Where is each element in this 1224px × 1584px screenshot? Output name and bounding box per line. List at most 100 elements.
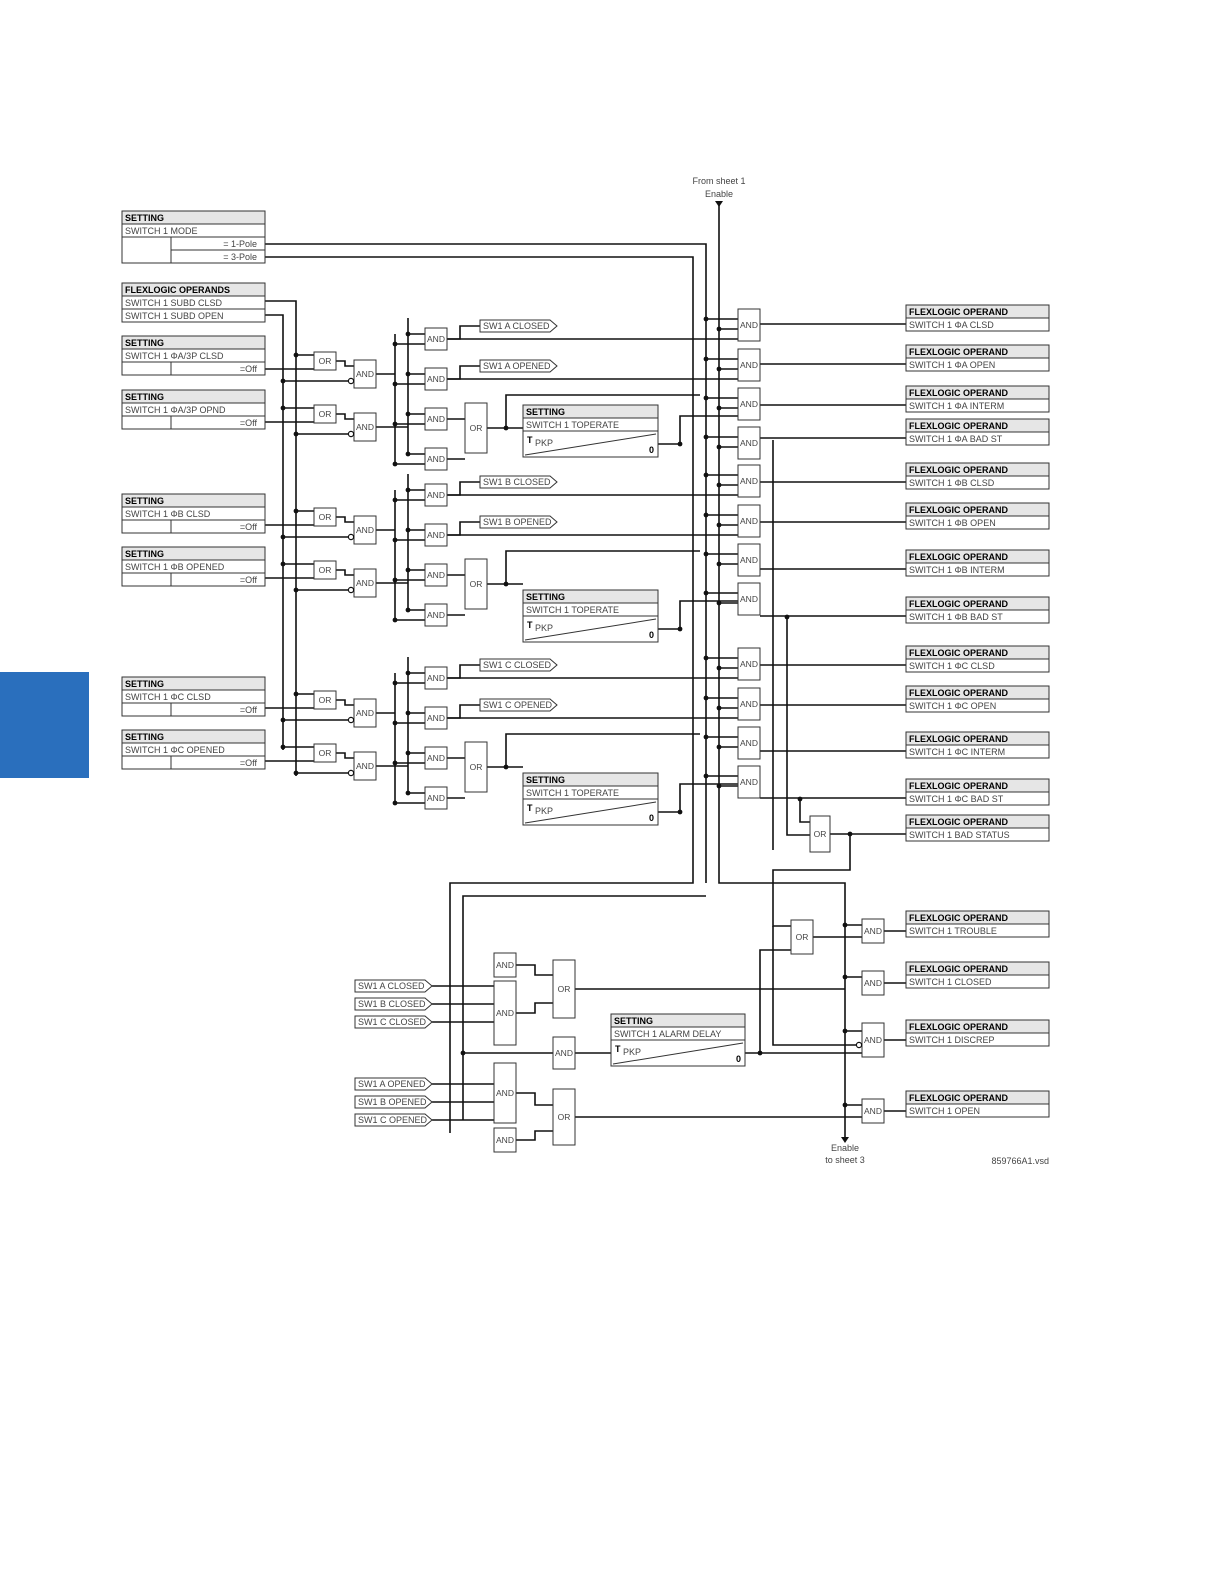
timer-ramp	[612, 1042, 744, 1065]
setting-name: SWITCH 1 MODE	[125, 226, 198, 236]
wire	[505, 394, 700, 428]
output-name-row	[905, 744, 1050, 759]
junction-dot	[405, 790, 411, 796]
junction-dot	[677, 626, 683, 632]
setting-option: =Off	[240, 575, 258, 585]
and-gate: AND	[737, 765, 761, 799]
wire	[658, 783, 738, 813]
junction-dot	[842, 974, 848, 980]
and-gate-label: AND	[427, 414, 445, 424]
and-gate-body	[424, 327, 448, 351]
and-gate-body	[424, 786, 448, 810]
flag-label: SW1 C CLOSED	[358, 1017, 427, 1027]
and-gate-label: AND	[356, 578, 374, 588]
or-gate-body	[809, 815, 831, 853]
and-gate: AND	[424, 447, 448, 471]
flag-label: SW1 A CLOSED	[483, 321, 550, 331]
setting-option: =Off	[240, 364, 258, 374]
and-gate-label: AND	[427, 490, 445, 500]
or-gate-body	[313, 743, 337, 763]
flag-shape	[354, 997, 433, 1011]
flag-out: SW1 A OPENED	[479, 359, 558, 373]
junction-dot	[280, 378, 286, 384]
output-name-row	[905, 791, 1050, 806]
setting-option: = 1-Pole	[223, 239, 257, 249]
and-gate: AND	[737, 687, 761, 721]
timer-name: SWITCH 1 ALARM DELAY	[614, 1029, 721, 1039]
flag-in: SW1 B CLOSED	[354, 997, 433, 1011]
setting-header-text: SETTING	[125, 213, 164, 223]
and-gate-label: AND	[740, 516, 758, 526]
or-gate-body	[313, 560, 337, 580]
and-gate-body	[424, 746, 448, 770]
junction-dot	[405, 331, 411, 337]
output-header-text: FLEXLOGIC OPERAND	[909, 648, 1009, 658]
output-name-row	[905, 698, 1050, 713]
setting-option: =Off	[240, 522, 258, 532]
output-header-text: FLEXLOGIC OPERAND	[909, 817, 1009, 827]
and-gate: AND	[737, 464, 761, 498]
junction-dot	[703, 395, 709, 401]
or-gate-body	[313, 404, 337, 424]
timer-ramp	[524, 618, 657, 641]
or-gate: OR	[464, 402, 488, 454]
wire	[516, 964, 553, 976]
setting-name: SWITCH 1 ΦB CLSD	[125, 509, 211, 519]
or-gate: OR	[313, 404, 337, 424]
output-header-text: FLEXLOGIC OPERAND	[909, 1093, 1009, 1103]
junction-dot	[392, 421, 398, 427]
flag-label: SW1 B OPENED	[483, 517, 552, 527]
junction-dot	[703, 695, 709, 701]
output-name: SWITCH 1 ΦA INTERM	[909, 401, 1004, 411]
and-gate-label: AND	[356, 422, 374, 432]
junction-dot	[842, 922, 848, 928]
and-gate: AND	[424, 706, 448, 730]
junction-dot	[405, 451, 411, 457]
setting-option: = 3-Pole	[223, 252, 257, 262]
wire	[658, 600, 738, 630]
enable-in-label: Enable	[705, 189, 733, 199]
setting-name: SWITCH 1 SUBD OPEN	[125, 311, 224, 321]
and-gate: AND	[353, 568, 377, 598]
junction-dot	[405, 567, 411, 573]
junction-dot	[280, 561, 286, 567]
junction-dot	[716, 405, 722, 411]
and-gate-body	[424, 483, 448, 507]
or-gate: OR	[809, 815, 831, 853]
junction-dot	[392, 800, 398, 806]
flag-shape	[354, 979, 433, 993]
or-gate-body	[313, 507, 337, 527]
output-header-text: FLEXLOGIC OPERAND	[909, 552, 1009, 562]
output-name-row	[905, 317, 1050, 332]
timer-zero: 0	[649, 630, 654, 640]
flag-in: SW1 A OPENED	[354, 1077, 433, 1091]
and-gate-label: AND	[427, 530, 445, 540]
flag-label: SW1 A OPENED	[483, 361, 551, 371]
flag-in: SW1 C OPENED	[354, 1113, 433, 1127]
or-gate-label: OR	[319, 565, 332, 575]
and-gate-label: AND	[427, 570, 445, 580]
wire	[516, 1002, 553, 1014]
flag-label: SW1 C OPENED	[483, 700, 553, 710]
and-gate: AND	[737, 543, 761, 577]
and-gate-body	[737, 504, 761, 538]
setting-header-text: SETTING	[125, 549, 164, 559]
flag-shape	[479, 515, 558, 529]
enable-in-arrow	[715, 201, 723, 207]
setting-name: SWITCH 1 SUBD CLSD	[125, 298, 223, 308]
setting-name: SWITCH 1 ΦB OPENED	[125, 562, 225, 572]
flag-shape	[354, 1113, 433, 1127]
and-gate-label: AND	[740, 594, 758, 604]
and-gate-label: AND	[740, 777, 758, 787]
junction-dot	[405, 710, 411, 716]
flag-label: SW1 B CLOSED	[358, 999, 426, 1009]
junction-dot	[716, 744, 722, 750]
junction-dot	[460, 1050, 466, 1056]
